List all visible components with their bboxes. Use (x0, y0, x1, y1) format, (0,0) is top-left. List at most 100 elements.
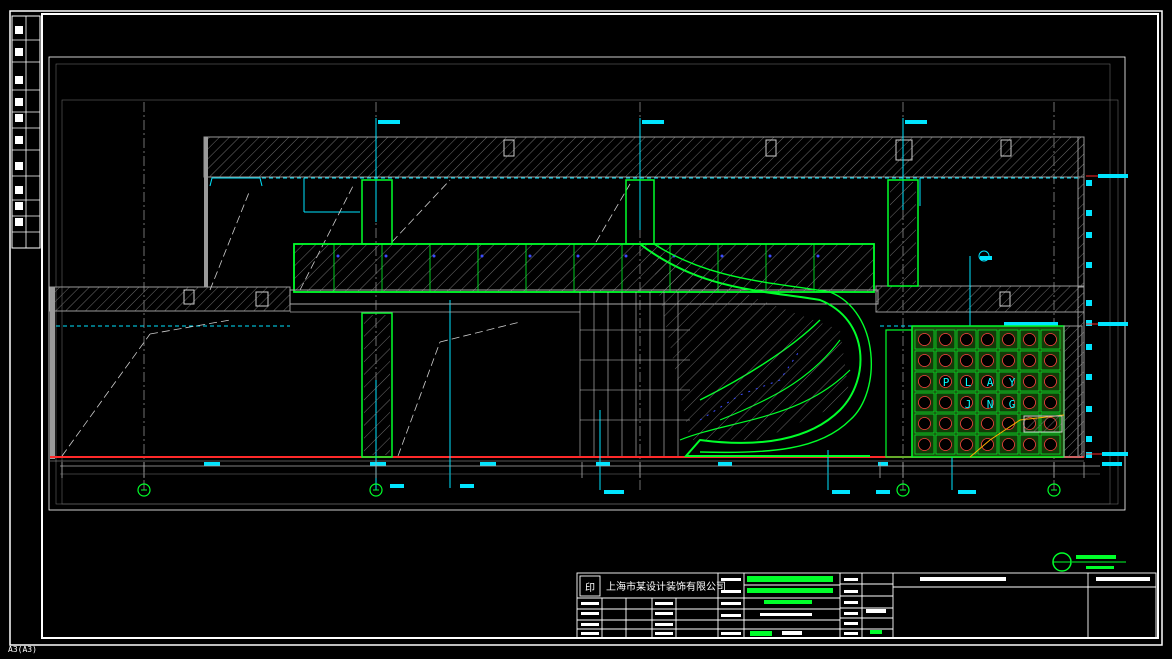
elevation-marker (1086, 452, 1092, 458)
elevation-marker (1086, 232, 1092, 238)
bolt-mark (528, 254, 532, 258)
record-glyph (15, 136, 23, 144)
annotation-tag (905, 120, 927, 124)
wall-panel-dot (1044, 396, 1057, 409)
sign-letter-l: L (965, 376, 972, 389)
detail-callout-marker (978, 250, 990, 262)
bolt-mark (336, 254, 340, 258)
sign-letter-p: P (943, 376, 950, 389)
wall-panel-dot (918, 417, 931, 430)
wall-panel-dot (960, 417, 973, 430)
annotation-tag (370, 462, 386, 466)
wall-panel-dot (1023, 333, 1036, 346)
wall-panel-dot (1044, 354, 1057, 367)
wall-panel-dot (981, 354, 994, 367)
annotation-tag (718, 462, 732, 466)
wall-panel-dot (981, 333, 994, 346)
elevation-marker (1086, 406, 1092, 412)
wall-panel-dot (981, 375, 994, 388)
record-glyph (15, 48, 23, 56)
axis-bubbles (137, 483, 1061, 497)
title-block-fills: 上海市某设计装饰有限公司 印 (581, 576, 1150, 636)
wall-panel-dot (918, 396, 931, 409)
bolt-mark (576, 254, 580, 258)
sign-letter-y: Y (1009, 376, 1016, 389)
sign-letter-a: A (987, 376, 994, 389)
axis-bubble (137, 483, 151, 497)
elevation-marker (1086, 262, 1092, 268)
annotation-tag (596, 462, 610, 466)
column-hatch (364, 182, 916, 455)
wall-panel-dot (960, 333, 973, 346)
wall-panel-dot (1044, 438, 1057, 451)
feature-wall (885, 325, 1083, 458)
title-block (576, 572, 1157, 639)
sign-letter-n: N (987, 398, 994, 411)
annotation-tag (1004, 322, 1058, 326)
bolt-mark (480, 254, 484, 258)
company-name: 上海市某设计装饰有限公司 (606, 580, 726, 593)
signboard-letters: P L A Y J N G (943, 376, 1016, 411)
wall-panel-dot (918, 333, 931, 346)
wall-panel-dot (981, 438, 994, 451)
record-glyph (15, 202, 23, 210)
elevation-marker (1086, 210, 1092, 216)
ceiling-slope-lines (61, 179, 631, 457)
elevation-marker (1086, 320, 1092, 326)
record-glyph (15, 218, 23, 226)
axis-bubble (1047, 483, 1061, 497)
wall-panel-dot (1002, 438, 1015, 451)
bolt-mark (720, 254, 724, 258)
dimension-line (60, 462, 1100, 478)
wall-panel-dot (981, 417, 994, 430)
elevation-marker (1086, 436, 1092, 442)
annotation-tag (958, 490, 976, 494)
wall-panel-dot (1002, 396, 1015, 409)
sign-letter-g: G (1009, 398, 1016, 411)
wall-panel-dot (1002, 354, 1015, 367)
annotation-tags (204, 120, 1122, 494)
wall-panel-dot (918, 354, 931, 367)
wall-panel-dot (1023, 354, 1036, 367)
annotation-tag (390, 484, 404, 488)
wall-panel-dot (1002, 333, 1015, 346)
wall-panel-dot (1023, 396, 1036, 409)
elevation-marker (1086, 180, 1092, 186)
annotation-tag (876, 490, 890, 494)
section-title-mark (1052, 552, 1126, 572)
record-glyph (15, 162, 23, 170)
wall-panel-dot (1023, 438, 1036, 451)
elevation-tag (1098, 322, 1128, 326)
mezzanine-bridge (289, 243, 879, 313)
wall-panel-dot (939, 438, 952, 451)
wall-panel-dot (918, 438, 931, 451)
annotation-tag (642, 120, 664, 124)
axis-bubble (896, 483, 910, 497)
annotation-tag (378, 120, 400, 124)
wall-panel-dot (960, 396, 973, 409)
elevation-marker (1086, 344, 1092, 350)
elevation-tag (1098, 174, 1128, 178)
elevation-tag (1102, 452, 1128, 456)
bolt-mark (768, 254, 772, 258)
annotation-tag (1102, 462, 1122, 466)
wall-panel-dot (960, 354, 973, 367)
record-glyph (15, 98, 23, 106)
elevation-markers (1086, 174, 1128, 458)
wall-panel-dot (1044, 375, 1057, 388)
record-glyph (15, 26, 23, 34)
wall-panel-dot (939, 375, 952, 388)
paper-size-label: A3(A3) (8, 645, 37, 654)
annotation-tag (878, 462, 888, 466)
wall-panel-dot (981, 396, 994, 409)
bolt-mark (432, 254, 436, 258)
annotation-tag (604, 490, 624, 494)
record-glyph (15, 114, 23, 122)
bolt-mark (816, 254, 820, 258)
spiral-staircase (639, 243, 873, 457)
wall-panel-dot (939, 396, 952, 409)
company-stamp-glyph: 印 (585, 582, 595, 594)
annotation-tag (832, 490, 850, 494)
wall-panel-dot (1002, 375, 1015, 388)
